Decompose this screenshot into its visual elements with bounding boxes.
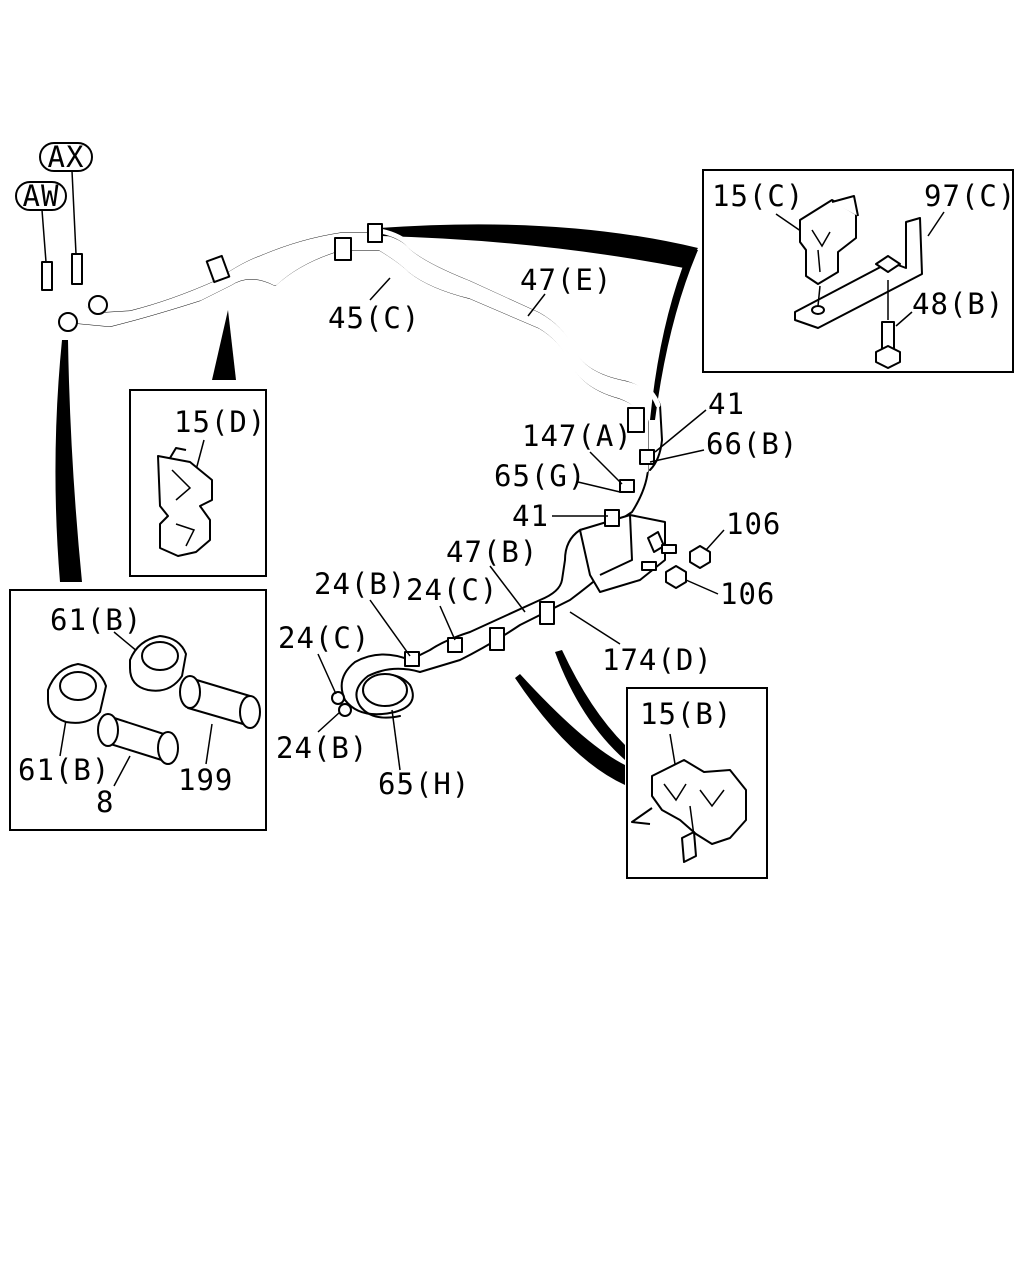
label-24b-top: 24(B) (314, 567, 406, 601)
label-48b: 48(B) (912, 287, 1004, 321)
label-106-upper: 106 (726, 507, 781, 541)
label-47e: 47(E) (520, 263, 612, 297)
callout-ax: AX (39, 140, 93, 255)
callout-aw: AW (15, 179, 67, 263)
label-8: 8 (96, 785, 114, 819)
label-199: 199 (178, 763, 233, 797)
label-147a: 147(A) (522, 419, 633, 453)
pipe-65h-coil (340, 653, 421, 719)
pipe-end-ax (71, 253, 83, 285)
wedge-to-clip-d-box (212, 310, 236, 380)
junction-block (579, 514, 666, 593)
label-15d: 15(D) (174, 405, 266, 439)
pipe-clips (205, 223, 655, 717)
detail-box-clip-b: 15(B) (626, 687, 768, 879)
callout-ax-text: AX (48, 140, 85, 174)
label-45c: 45(C) (328, 301, 420, 335)
callout-aw-text: AW (23, 179, 60, 213)
label-66b: 66(B) (706, 427, 798, 461)
label-65h: 65(H) (378, 767, 470, 801)
label-61b-top: 61(B) (50, 603, 142, 637)
label-106-lower: 106 (720, 577, 775, 611)
detail-box-clip-d: 15(D) (129, 389, 267, 577)
detail-box-grommets: 61(B) 61(B) 199 8 (9, 589, 267, 831)
label-174d: 174(D) (602, 643, 713, 677)
label-41-upper: 41 (708, 387, 745, 421)
label-24c-top: 24(C) (406, 573, 498, 607)
wedge-to-clip-c-box-2 (650, 248, 698, 420)
label-15c: 15(C) (712, 179, 804, 213)
pipe-45c (45, 245, 649, 521)
label-24c-left: 24(C) (278, 621, 370, 655)
flare-nut-aw (58, 312, 78, 332)
nuts-106 (641, 544, 711, 589)
label-24b-bottom: 24(B) (276, 731, 368, 765)
nut-106-upper (689, 545, 711, 569)
coil-ring (362, 673, 408, 707)
wedge-to-clip-b-box-2 (555, 650, 625, 760)
label-41-lower: 41 (512, 499, 549, 533)
label-15b: 15(B) (640, 697, 732, 731)
wedge-to-grommet-box (55, 340, 82, 582)
label-97c: 97(C) (924, 179, 1016, 213)
label-47b: 47(B) (446, 535, 538, 569)
flare-nut-ax (88, 295, 108, 315)
nut-106-lower (665, 565, 687, 589)
wedge-to-clip-c-box (380, 224, 698, 268)
pipe-47e (75, 227, 663, 471)
detail-box-clip-c: 15(C) 97(C) 48(B) (702, 169, 1016, 373)
pipe-end-aw (41, 261, 53, 291)
label-65g: 65(G) (494, 459, 586, 493)
wedge-to-clip-b-box (515, 674, 625, 785)
label-61b-bottom: 61(B) (18, 753, 110, 787)
